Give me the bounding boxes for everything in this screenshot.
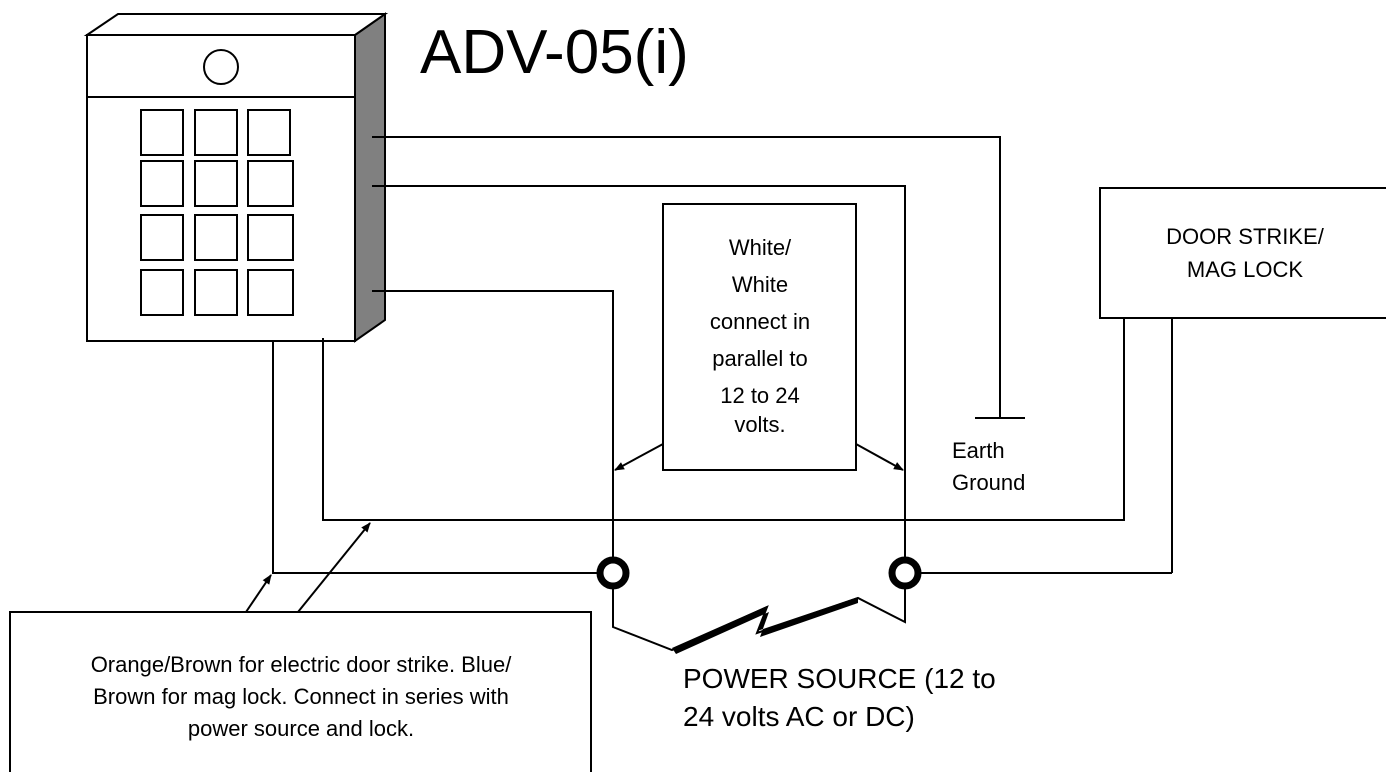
series-note-line: power source and lock. bbox=[188, 716, 414, 741]
door-lock-box bbox=[1099, 187, 1386, 319]
keypad-key bbox=[194, 269, 238, 316]
series-note-line: Orange/Brown for electric door strike. B… bbox=[91, 652, 513, 677]
white-wire-note: White/ White connect in parallel to 12 t… bbox=[710, 235, 810, 437]
keypad-key bbox=[247, 269, 294, 316]
series-note-line: Brown for mag lock. Connect in series wi… bbox=[93, 684, 509, 709]
keypad-buttons bbox=[140, 109, 294, 316]
power-source-label: 24 volts AC or DC) bbox=[683, 701, 915, 732]
keypad-key bbox=[194, 109, 238, 156]
terminal-left bbox=[596, 556, 630, 590]
white-note-line: connect in bbox=[710, 309, 810, 334]
earth-ground-wire bbox=[372, 136, 1001, 418]
keypad-key bbox=[194, 214, 238, 261]
series-note-arrow-orange bbox=[245, 574, 272, 613]
earth-ground-label: Ground bbox=[952, 470, 1025, 495]
white-note-line: White/ bbox=[729, 235, 792, 260]
keypad-device bbox=[83, 12, 389, 343]
power-source-bolt bbox=[672, 597, 858, 654]
power-source-symbol bbox=[612, 587, 906, 652]
door-lock-label: DOOR STRIKE/ bbox=[1166, 224, 1325, 249]
wires bbox=[272, 136, 1173, 652]
keypad-key bbox=[140, 109, 184, 156]
keypad-led-indicator bbox=[203, 49, 239, 85]
white-wire-right bbox=[372, 185, 906, 560]
keypad-top-panel bbox=[83, 13, 389, 36]
device-title: ADV-05(i) bbox=[420, 18, 689, 87]
keypad-key bbox=[140, 269, 184, 316]
power-source-label: POWER SOURCE (12 to bbox=[683, 663, 996, 694]
white-note-line: parallel to bbox=[712, 346, 807, 371]
keypad-key bbox=[247, 109, 291, 156]
white-note-line: volts. bbox=[734, 412, 785, 437]
orange-brown-wire bbox=[272, 341, 597, 574]
white-note-line: White bbox=[732, 272, 788, 297]
door-lock-label: MAG LOCK bbox=[1187, 257, 1303, 282]
white-note-arrow-left bbox=[614, 443, 664, 471]
keypad-key bbox=[140, 160, 184, 207]
series-note-arrow-blue bbox=[297, 522, 371, 613]
white-wire-left bbox=[372, 290, 614, 560]
keypad-key bbox=[140, 214, 184, 261]
blue-wire bbox=[322, 318, 1125, 521]
keypad-key bbox=[247, 214, 294, 261]
earth-ground-label: Earth bbox=[952, 438, 1005, 463]
white-wire-note-box bbox=[662, 203, 857, 471]
keypad-key bbox=[247, 160, 294, 207]
series-note-box bbox=[9, 611, 592, 772]
white-note-arrow-right bbox=[855, 443, 904, 471]
white-note-line: 12 to 24 bbox=[720, 383, 800, 408]
terminal-right bbox=[888, 556, 922, 590]
keypad-key bbox=[194, 160, 238, 207]
